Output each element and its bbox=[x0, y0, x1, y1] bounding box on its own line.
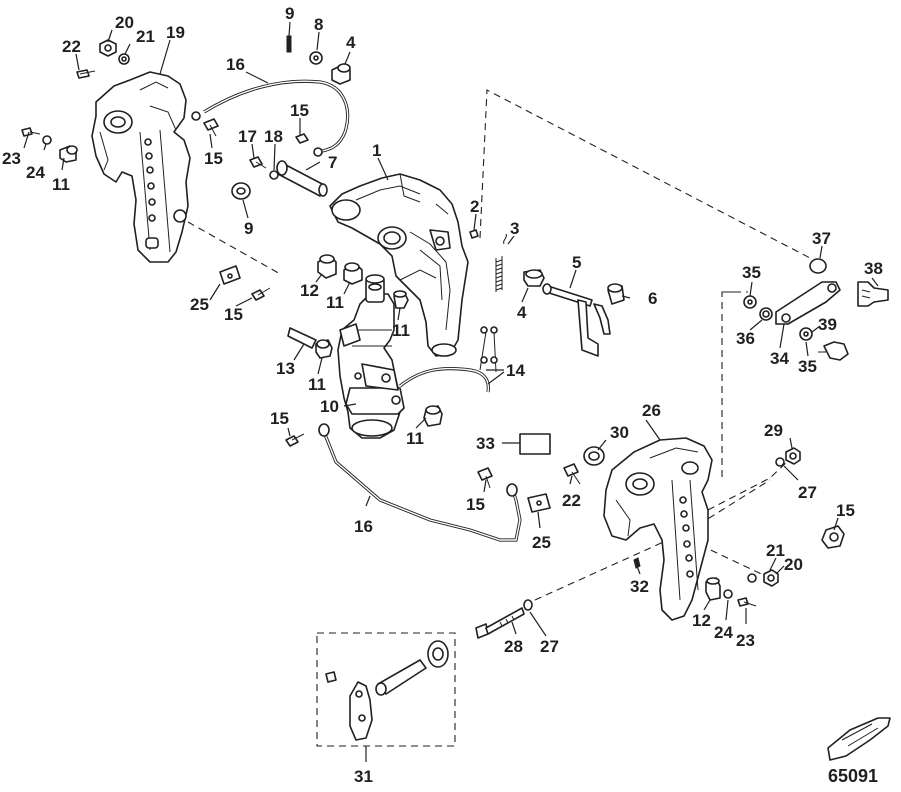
callout-21: 21 bbox=[766, 541, 785, 560]
callout-7: 7 bbox=[328, 153, 337, 172]
callout-25: 25 bbox=[190, 295, 209, 314]
callout-labels: 20 22 21 19 9 8 4 16 15 15 17 18 7 1 23 … bbox=[2, 4, 883, 786]
callout-20: 20 bbox=[784, 555, 803, 574]
callout-35: 35 bbox=[742, 263, 761, 282]
callout-16: 16 bbox=[226, 55, 245, 74]
callout-1: 1 bbox=[372, 141, 381, 160]
callout-16: 16 bbox=[354, 517, 373, 536]
callout-15: 15 bbox=[270, 409, 289, 428]
callout-23: 23 bbox=[2, 149, 21, 168]
callout-9: 9 bbox=[285, 4, 294, 23]
callout-9: 9 bbox=[244, 219, 253, 238]
callout-28: 28 bbox=[504, 637, 523, 656]
callout-38: 38 bbox=[864, 259, 883, 278]
callout-11: 11 bbox=[308, 375, 326, 394]
top-small-parts bbox=[286, 35, 351, 85]
callout-21: 21 bbox=[136, 27, 155, 46]
swivel-bracket bbox=[329, 173, 469, 357]
tilt-tube bbox=[276, 160, 328, 197]
callout-23: 23 bbox=[736, 631, 755, 650]
callout-31: 31 bbox=[354, 767, 373, 786]
callout-10: 10 bbox=[320, 397, 339, 416]
callout-20: 20 bbox=[115, 13, 134, 32]
callout-27: 27 bbox=[798, 483, 817, 502]
callout-18: 18 bbox=[264, 127, 283, 146]
trim-sender-harness bbox=[399, 326, 498, 393]
tilt-lock-lever bbox=[542, 283, 625, 357]
callout-4: 4 bbox=[517, 303, 527, 322]
callout-12: 12 bbox=[300, 281, 319, 300]
ground-wire-upper bbox=[191, 79, 350, 157]
callout-11: 11 bbox=[392, 321, 410, 340]
callout-30: 30 bbox=[610, 423, 629, 442]
ground-wire-lower bbox=[318, 423, 522, 542]
callout-22: 22 bbox=[562, 491, 581, 510]
bushing-4-mid bbox=[523, 269, 545, 287]
callout-24: 24 bbox=[714, 623, 733, 642]
callout-15: 15 bbox=[224, 305, 243, 324]
callout-11: 11 bbox=[406, 429, 424, 448]
callout-27: 27 bbox=[540, 637, 559, 656]
callout-25: 25 bbox=[532, 533, 551, 552]
mid-hardware bbox=[219, 265, 581, 513]
callout-8: 8 bbox=[314, 15, 323, 34]
callout-15: 15 bbox=[466, 495, 485, 514]
callout-37: 37 bbox=[812, 229, 831, 248]
callout-12: 12 bbox=[692, 611, 711, 630]
callout-15: 15 bbox=[204, 149, 223, 168]
callout-35: 35 bbox=[798, 357, 817, 376]
callout-33: 33 bbox=[476, 434, 495, 453]
callout-11: 11 bbox=[52, 175, 70, 194]
callout-39: 39 bbox=[818, 315, 837, 334]
callout-22: 22 bbox=[62, 37, 81, 56]
figure-number: 65091 bbox=[828, 766, 878, 786]
callout-5: 5 bbox=[572, 253, 581, 272]
boat-icon bbox=[827, 717, 891, 761]
spring-3 bbox=[495, 233, 507, 292]
right-hardware bbox=[633, 447, 845, 607]
callout-13: 13 bbox=[276, 359, 295, 378]
callout-14: 14 bbox=[506, 361, 525, 380]
callout-19: 19 bbox=[166, 23, 185, 42]
callout-29: 29 bbox=[764, 421, 783, 440]
callout-26: 26 bbox=[642, 401, 661, 420]
callout-2: 2 bbox=[470, 197, 479, 216]
manual-release-kit bbox=[325, 640, 449, 741]
left-hardware bbox=[21, 39, 309, 200]
callout-11: 11 bbox=[326, 293, 344, 312]
leader-lines bbox=[23, 21, 879, 762]
screw-part-2 bbox=[469, 229, 479, 239]
trim-link-assembly bbox=[743, 258, 889, 361]
callout-6: 6 bbox=[648, 289, 657, 308]
left-transom-bracket bbox=[91, 71, 191, 263]
part-33-label-box bbox=[502, 433, 551, 455]
washer-30 bbox=[583, 446, 605, 466]
callout-34: 34 bbox=[770, 349, 789, 368]
callout-24: 24 bbox=[26, 163, 45, 182]
callout-15: 15 bbox=[836, 501, 855, 520]
callout-17: 17 bbox=[238, 127, 257, 146]
callout-32: 32 bbox=[630, 577, 649, 596]
callout-15: 15 bbox=[290, 101, 309, 120]
callout-4: 4 bbox=[346, 33, 356, 52]
callout-36: 36 bbox=[736, 329, 755, 348]
tilt-cylinder-assembly bbox=[337, 274, 405, 439]
cylinder-bushings bbox=[287, 254, 443, 427]
through-bolt bbox=[475, 599, 533, 639]
right-transom-bracket bbox=[603, 437, 713, 621]
callout-3: 3 bbox=[510, 219, 519, 238]
